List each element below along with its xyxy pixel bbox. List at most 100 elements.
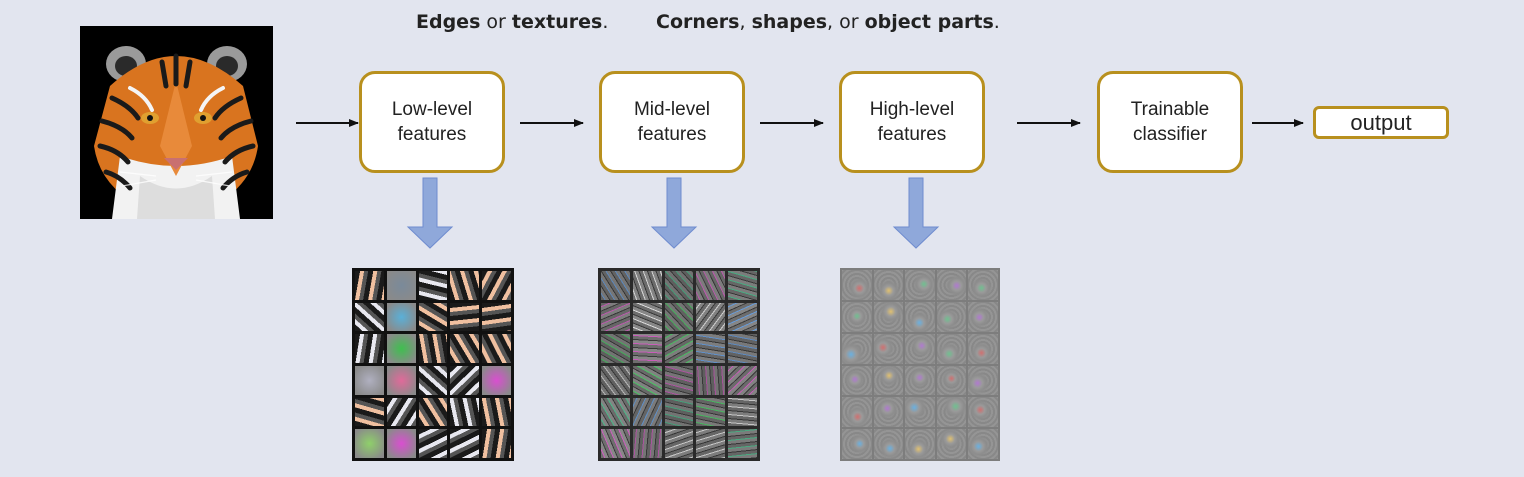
feature-tile (968, 397, 998, 428)
feature-tile (355, 365, 384, 395)
feature-tile (601, 397, 630, 427)
mid-level-feature-grid (598, 268, 760, 461)
feature-tile (873, 397, 904, 428)
feature-tile (601, 365, 630, 395)
feature-tile (664, 271, 694, 300)
feature-tile (968, 301, 998, 332)
feature-tile (418, 302, 448, 332)
feature-tile (905, 397, 935, 428)
feature-tile (386, 334, 416, 363)
feature-tile (386, 302, 416, 332)
feature-tile (418, 334, 448, 363)
feature-tile (696, 334, 726, 363)
feature-tile (386, 365, 416, 395)
feature-tile (450, 302, 480, 332)
feature-tile (632, 365, 662, 395)
feature-tile (936, 333, 967, 364)
feature-tile (968, 429, 998, 459)
feature-tile (873, 365, 904, 396)
feature-tile (842, 270, 872, 300)
feature-tile (728, 397, 757, 427)
feature-tile (386, 397, 416, 427)
feature-tile (418, 271, 448, 300)
down-arrow-low (406, 177, 454, 249)
feature-tile (418, 397, 448, 427)
feature-tile (632, 334, 662, 363)
feature-tile (936, 365, 967, 396)
feature-tile (936, 270, 967, 300)
down-arrow-high (892, 177, 940, 249)
feature-tile (728, 429, 757, 458)
feature-tile (482, 429, 511, 458)
feature-tile (450, 271, 480, 300)
feature-tile (355, 397, 384, 427)
feature-tile (728, 271, 757, 300)
feature-tile (355, 334, 384, 363)
feature-tile (873, 333, 904, 364)
feature-tile (601, 334, 630, 363)
feature-tile (482, 271, 511, 300)
feature-tile (664, 302, 694, 332)
feature-tile (482, 365, 511, 395)
feature-tile (601, 271, 630, 300)
feature-tile (482, 302, 511, 332)
feature-tile (632, 397, 662, 427)
feature-tile (601, 302, 630, 332)
feature-tile (873, 301, 904, 332)
feature-tile (728, 302, 757, 332)
feature-tile (482, 397, 511, 427)
feature-tile (936, 301, 967, 332)
feature-tile (905, 429, 935, 459)
feature-tile (728, 365, 757, 395)
tiger-input-image (80, 26, 273, 219)
feature-tile (664, 365, 694, 395)
feature-tile (696, 302, 726, 332)
caption-edges-textures: Edges or textures. (416, 11, 609, 33)
feature-tile (664, 429, 694, 458)
feature-tile (696, 365, 726, 395)
feature-tile (450, 334, 480, 363)
feature-tile (842, 365, 872, 396)
feature-tile (905, 365, 935, 396)
feature-tile (905, 333, 935, 364)
feature-tile (905, 301, 935, 332)
feature-tile (355, 429, 384, 458)
feature-tile (696, 429, 726, 458)
feature-tile (936, 397, 967, 428)
feature-tile (601, 429, 630, 458)
feature-tile (842, 301, 872, 332)
feature-tile (450, 429, 480, 458)
feature-tile (905, 270, 935, 300)
feature-tile (418, 365, 448, 395)
feature-tile (450, 365, 480, 395)
down-arrow-mid (650, 177, 698, 249)
feature-tile (386, 271, 416, 300)
feature-tile (873, 429, 904, 459)
high-level-feature-grid (840, 268, 1000, 461)
feature-tile (632, 302, 662, 332)
feature-tile (386, 429, 416, 458)
feature-tile (632, 271, 662, 300)
feature-tile (696, 397, 726, 427)
feature-tile (968, 333, 998, 364)
feature-tile (450, 397, 480, 427)
feature-tile (728, 334, 757, 363)
feature-tile (968, 270, 998, 300)
feature-tile (842, 333, 872, 364)
feature-tile (696, 271, 726, 300)
feature-tile (664, 397, 694, 427)
feature-tile (418, 429, 448, 458)
caption-corners-shapes: Corners, shapes, or object parts. (656, 11, 1000, 33)
feature-tile (664, 334, 694, 363)
low-level-filter-grid (352, 268, 514, 461)
feature-tile (842, 429, 872, 459)
feature-tile (842, 397, 872, 428)
feature-tile (873, 270, 904, 300)
output-box: output (1313, 106, 1449, 139)
feature-tile (355, 271, 384, 300)
